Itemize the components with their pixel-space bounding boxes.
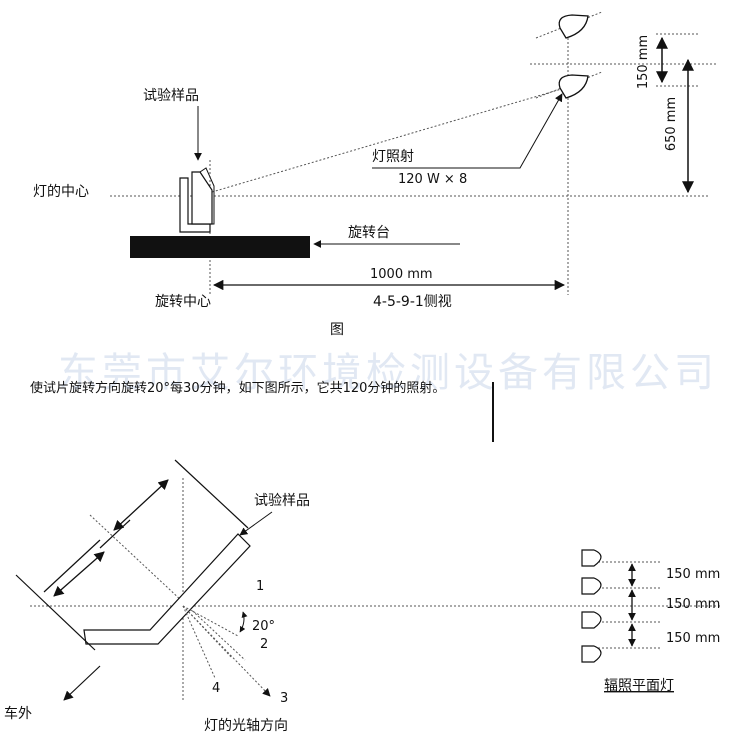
bottom-diagram: 试验样品 20° 1 2 3 4 车外 灯的光轴方向	[4, 459, 720, 734]
lamp-icon	[530, 11, 716, 65]
lamp-label: 灯照射	[372, 149, 414, 165]
lamp-icon	[581, 611, 660, 629]
spacing-top-label: 150 mm	[636, 35, 651, 89]
sample-body	[191, 171, 213, 225]
lamp-center-label: 灯的中心	[33, 184, 89, 200]
caption: 图	[330, 322, 344, 338]
lamp-spec-label: 120 W × 8	[398, 172, 467, 187]
watermark: 东莞市艾尔环境检测设备有限公司	[58, 350, 718, 396]
lamp-leader	[372, 93, 563, 169]
lamp-icon	[581, 549, 660, 567]
beam-line	[211, 87, 566, 193]
top-diagram: 150 mm 650 mm 灯照射 120 W × 8 旋转台 试验样品 灯的中…	[33, 11, 716, 338]
sample-label: 试验样品	[143, 88, 199, 104]
lamp-icon	[535, 71, 603, 99]
rotation-center-label: 旋转中心	[155, 294, 211, 310]
spacing-label-3: 150 mm	[666, 631, 720, 646]
distance-label: 1000 mm	[370, 267, 433, 282]
ray-label-4: 4	[212, 681, 220, 696]
angle-label: 20°	[252, 619, 275, 634]
outside-arrow	[63, 665, 101, 701]
sample-shape	[83, 533, 251, 645]
ray-label-3: 3	[280, 691, 288, 706]
height-total-label: 650 mm	[664, 97, 679, 151]
axis-label: 灯的光轴方向	[204, 718, 288, 734]
lamp-plane-label: 辐照平面灯	[604, 678, 674, 694]
view-label: 4-5-9-1侧视	[373, 294, 452, 310]
sample-bracket	[179, 177, 211, 233]
ray-label-2: 2	[260, 637, 268, 652]
lamp-icon	[581, 577, 660, 595]
lamp-icon	[581, 645, 660, 663]
ray-label-1: 1	[256, 579, 264, 594]
instruction-note: 使试片旋转方向旋转20°每30分钟，如下图所示，它共120分钟的照射。	[30, 381, 446, 396]
sample-label-bottom: 试验样品	[254, 493, 310, 509]
spacing-label-2: 150 mm	[666, 597, 720, 612]
turntable	[130, 236, 310, 258]
outside-label: 车外	[4, 705, 32, 722]
turntable-label: 旋转台	[348, 225, 390, 241]
spacing-label-1: 150 mm	[666, 567, 720, 582]
